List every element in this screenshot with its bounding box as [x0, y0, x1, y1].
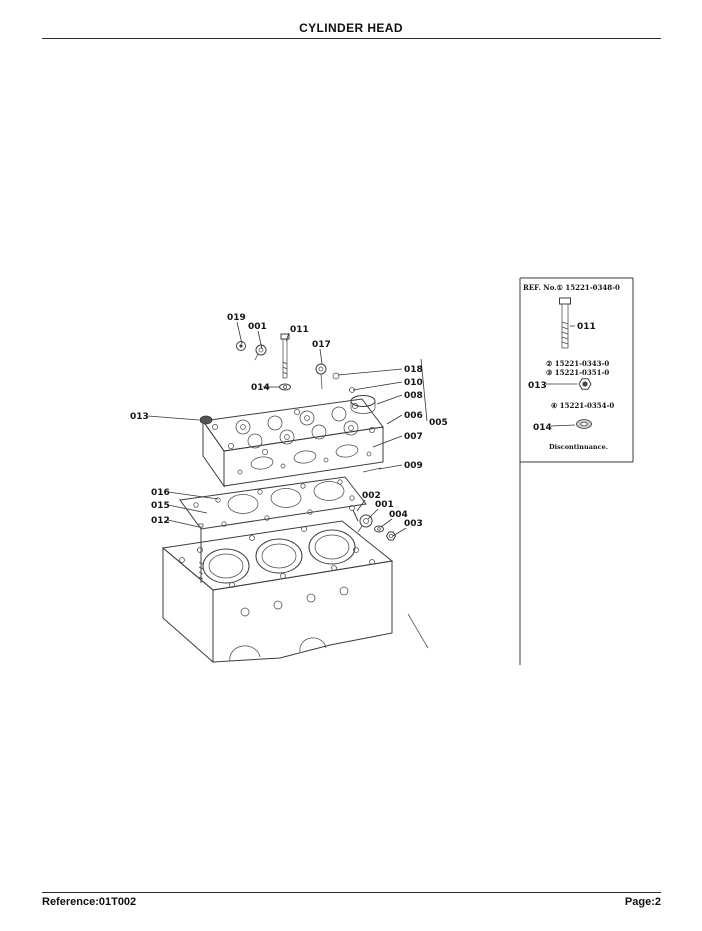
eyelet-001-part: [254, 344, 267, 361]
callout-001b: 001: [375, 500, 394, 510]
top-fasteners: [236, 333, 327, 391]
callout-001: 001: [248, 322, 267, 332]
lower-fasteners: [349, 467, 397, 541]
callout-013: 013: [130, 412, 149, 422]
ref-note: Discontinuance.: [549, 443, 608, 451]
callout-004: 004: [389, 510, 408, 520]
callout-008: 008: [404, 391, 423, 401]
callout-017: 017: [312, 340, 331, 350]
callout-005: 005: [429, 418, 448, 428]
ref-part-no-3: ③ 15221-0351-0: [546, 368, 609, 377]
ref-nut-label: 013: [528, 381, 547, 391]
callout-010: 010: [404, 378, 423, 388]
head-gasket-part: [179, 476, 367, 530]
callout-007: 007: [404, 432, 423, 442]
cap-019-part: [236, 341, 246, 351]
callout-002: 002: [362, 491, 381, 501]
crankcase-part: [161, 520, 429, 664]
bolt-002-part: [349, 505, 359, 522]
plug-017-part: [315, 363, 327, 390]
callout-015: 015: [151, 501, 170, 511]
nut-icon: [578, 378, 592, 390]
cap-008: [350, 395, 376, 414]
washer-icon: [576, 419, 592, 429]
leader-lines: [147, 321, 428, 537]
callout-009: 009: [404, 461, 423, 471]
washer-004-part: [374, 525, 384, 533]
footer-reference: Reference:01T002: [42, 896, 137, 908]
ref-washer-label: 014: [533, 423, 552, 433]
bolt-011-part: [280, 333, 290, 379]
ref-panel-header: REF. No.① 15221-0348-0: [523, 283, 620, 292]
ref-part-no-2: ② 15221-0343-0: [546, 359, 609, 368]
callout-003: 003: [404, 519, 423, 529]
nut-003-part: [385, 531, 397, 541]
footer-rule: [42, 892, 661, 893]
ref-bolt-label: 011: [577, 322, 596, 332]
callout-012: 012: [151, 516, 170, 526]
ref-panel: REF. No.① 15221-0348-0 011 ② 15221-0343-…: [519, 277, 634, 665]
stud-012-part: [198, 523, 204, 583]
washer-014-part: [279, 383, 291, 391]
callout-006: 006: [404, 411, 423, 421]
footer: Reference:01T002 Page:2: [42, 896, 661, 908]
callout-019: 019: [227, 313, 246, 323]
callout-014: 014: [251, 383, 270, 393]
callout-018: 018: [404, 365, 423, 375]
ref-part-no-4: ④ 15221-0354-0: [551, 401, 614, 410]
page-title: CYLINDER HEAD: [299, 21, 403, 35]
footer-page: Page:2: [624, 896, 661, 908]
callout-labels: 019 001 011 017 018 010 008 006 005 007 …: [130, 313, 448, 529]
cylinder-head-part: [199, 372, 384, 488]
bolt-icon: [559, 297, 571, 349]
header-rule: [42, 38, 661, 39]
callout-016: 016: [151, 488, 170, 498]
callout-011: 011: [290, 325, 309, 335]
eyelet-001b-part: [357, 514, 373, 533]
cap-013: [199, 415, 213, 425]
